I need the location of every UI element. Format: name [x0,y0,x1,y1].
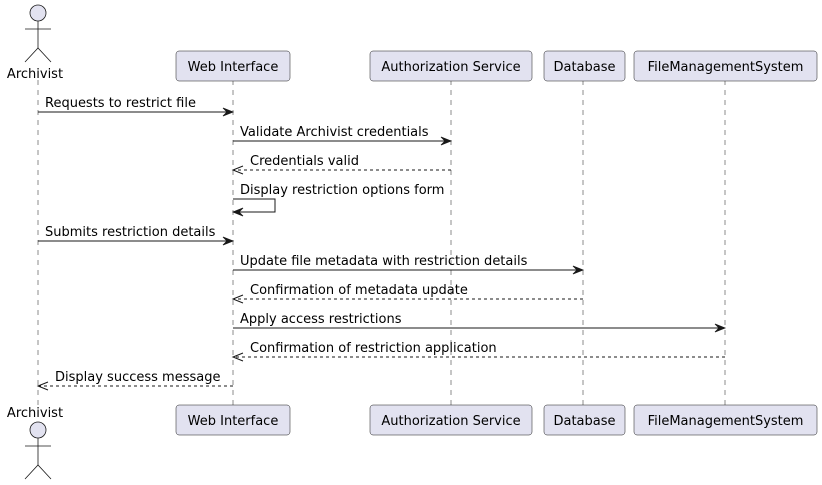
participant-authorization-service-bottom: Authorization Service [369,404,533,436]
participant-label: Database [553,60,615,75]
arrowhead-icon [231,207,244,217]
participant-box [175,50,291,82]
participant-box [543,404,626,436]
open-arrowhead-icon [231,294,244,304]
message-label: Requests to restrict file [45,96,196,111]
participant-authorization-service-top: Authorization Service [369,50,533,82]
message-label: Confirmation of metadata update [250,283,468,298]
participant-label: Database [553,414,615,429]
message-apply-access-restrictions: Apply access restrictions [233,312,727,333]
message-label: Display success message [55,370,220,385]
open-arrowhead-icon [231,165,244,175]
self-message-line [233,198,276,213]
message-display-success-message: Display success message [36,370,233,391]
participant-filemanagementsystem-bottom: FileManagementSystem [633,404,818,436]
actor-head-icon [29,4,47,22]
message-credentials-valid: Credentials valid [231,154,451,175]
participant-box [175,404,291,436]
message-label: Apply access restrictions [240,312,402,327]
actor-label-top: Archivist [7,67,63,82]
message-confirmation-of-restriction-application: Confirmation of restriction application [231,341,725,362]
participant-box [543,50,626,82]
lifelines [37,80,726,405]
participant-box [633,404,818,436]
participant-label: Web Interface [188,60,279,75]
participant-box [369,50,533,82]
participant-label: FileManagementSystem [648,414,804,429]
actor-archivist-top: Archivist [7,4,63,82]
arrowhead-icon [222,107,235,117]
message-label: Submits restriction details [45,225,216,240]
message-label: Credentials valid [250,154,359,169]
message-validate-archivist-credentials: Validate Archivist credentials [233,125,453,146]
open-arrowhead-icon [36,381,49,391]
participant-web-interface-top: Web Interface [175,50,291,82]
message-confirmation-of-metadata-update: Confirmation of metadata update [231,283,583,304]
participant-web-interface-bottom: Web Interface [175,404,291,436]
actor-archivist-bottom: Archivist [7,406,63,480]
open-arrowhead-icon [231,352,244,362]
arrowhead-icon [440,136,453,146]
actor-head-icon [29,421,47,439]
message-submits-restriction-details: Submits restriction details [38,225,235,246]
participant-label: Web Interface [188,414,279,429]
participant-label: FileManagementSystem [648,60,804,75]
arrowhead-icon [572,265,585,275]
arrowhead-icon [222,236,235,246]
message-update-file-metadata-with-restriction-details: Update file metadata with restriction de… [233,254,585,275]
arrowhead-icon [714,323,727,333]
participant-database-top: Database [543,50,626,82]
actor-legs-icon [24,47,52,63]
participant-box [633,50,818,82]
participant-database-bottom: Database [543,404,626,436]
participant-label: Authorization Service [381,60,520,75]
message-requests-to-restrict-file: Requests to restrict file [38,96,235,117]
message-display-restriction-options-form: Display restriction options form [231,183,444,217]
actor-label-bottom: Archivist [7,406,63,421]
participant-box [369,404,533,436]
message-label: Display restriction options form [240,183,444,198]
actor-legs-icon [24,464,52,480]
participant-filemanagementsystem-top: FileManagementSystem [633,50,818,82]
participant-label: Authorization Service [381,414,520,429]
message-label: Confirmation of restriction application [250,341,497,356]
message-label: Update file metadata with restriction de… [240,254,528,269]
message-label: Validate Archivist credentials [240,125,429,140]
